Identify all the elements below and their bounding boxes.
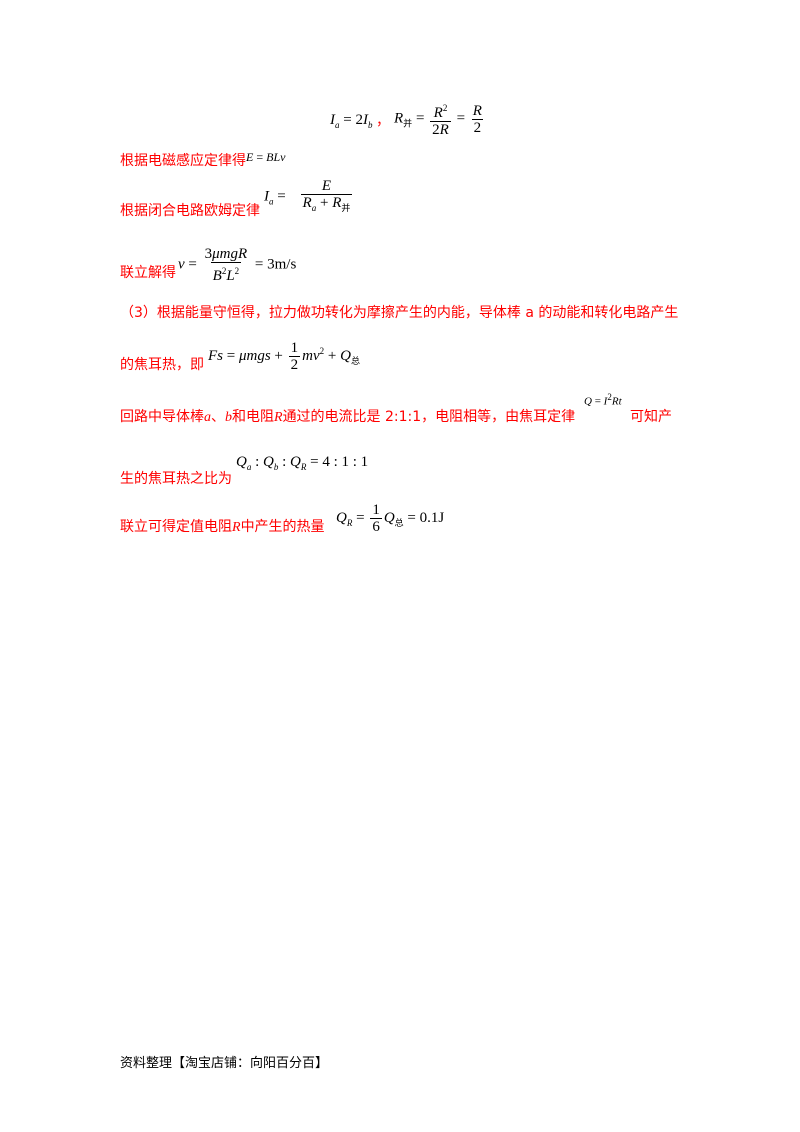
- formula-heat-ratio: Qa : Qb : QR = 4 : 1 : 1: [236, 454, 369, 472]
- var-a: a: [204, 410, 211, 425]
- var-R: R: [274, 410, 283, 425]
- var-b: b: [225, 410, 232, 425]
- formula-joule-law: Q = I2Rt: [584, 392, 622, 408]
- formula-emf: E = BLv: [246, 150, 286, 164]
- line1-separator: ，: [376, 113, 390, 129]
- text-faraday-law: 根据电磁感应定律得: [120, 153, 246, 169]
- para3-line2: 的焦耳热，即: [120, 357, 204, 373]
- footer-source: 资料整理【淘宝店铺：向阳百分百】: [120, 1056, 329, 1071]
- para4-text-b: 、: [211, 409, 225, 425]
- para3-line1: （3）根据能量守恒得，拉力做功转化为摩擦产生的内能，导体棒 a 的动能和转化电路…: [120, 305, 679, 321]
- para4-line2: 生的焦耳热之比为: [120, 471, 232, 487]
- para4-text-a: 回路中导体棒: [120, 409, 204, 425]
- para5-text-a: 联立可得定值电阻: [120, 519, 232, 535]
- text-ohm-law: 根据闭合电路欧姆定律: [120, 203, 260, 219]
- para4-text-c: 和电阻: [232, 409, 274, 425]
- para5-line: 联立可得定值电阻R中产生的热量: [120, 516, 325, 536]
- formula-current-relation: Ia = 2Ib: [330, 112, 373, 130]
- para4-line1: 回路中导体棒a、b和电阻R通过的电流比是 2:1:1，电阻相等，由焦耳定律: [120, 406, 575, 426]
- para4-text-e: 可知产: [630, 409, 672, 425]
- para4-text-d: 通过的电流比是 2:1:1，电阻相等，由焦耳定律: [282, 409, 576, 425]
- text-solve-velocity: 联立解得: [120, 265, 176, 281]
- para5-text-b: 中产生的热量: [240, 519, 325, 535]
- var-R-2: R: [232, 520, 241, 535]
